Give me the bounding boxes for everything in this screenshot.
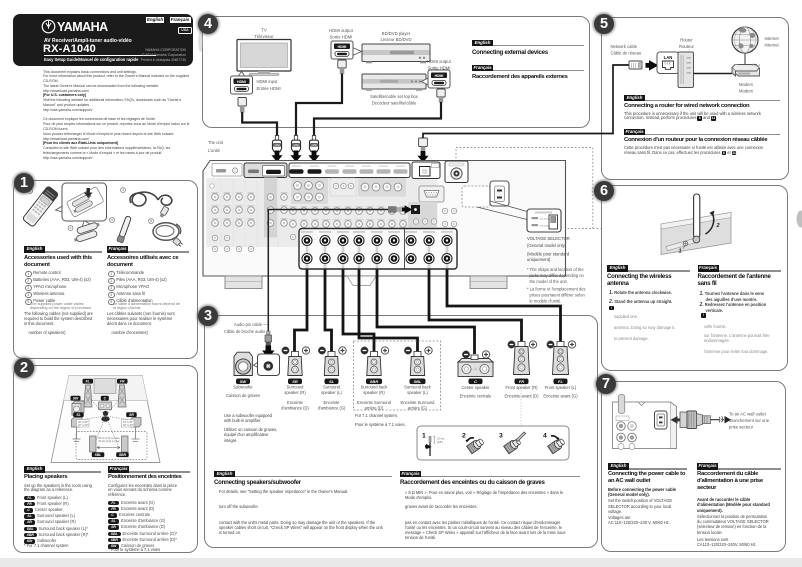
svg-text:1: 1 bbox=[679, 249, 682, 255]
svg-text:Front speaker (R): Front speaker (R) bbox=[505, 385, 538, 390]
svg-text:speaker (L): speaker (L) bbox=[321, 390, 342, 395]
svg-text:(3/8"): (3/8") bbox=[437, 441, 443, 444]
svg-text:Sortie HDMI: Sortie HDMI bbox=[428, 65, 451, 70]
svg-text:Surround: Surround bbox=[323, 385, 341, 390]
svg-text:60 cm (2 ft) ou more: 60 cm (2 ft) ou more bbox=[98, 437, 120, 440]
svg-text:uniquement): uniquement) bbox=[527, 257, 551, 262]
svg-text:4: 4 bbox=[543, 433, 547, 440]
svg-text:FL: FL bbox=[86, 380, 90, 384]
svg-text:Modem: Modem bbox=[739, 89, 753, 94]
svg-text:HDMI input: HDMI input bbox=[257, 79, 279, 84]
svg-text:5: 5 bbox=[150, 219, 152, 223]
svg-text:d'ambiance (G): d'ambiance (G) bbox=[318, 406, 346, 411]
svg-text:Enceinte: Enceinte bbox=[324, 400, 341, 405]
svg-text:10 mm: 10 mm bbox=[437, 438, 445, 441]
svg-text:To an AC wall outlet: To an AC wall outlet bbox=[729, 412, 767, 417]
svg-text:BD/DVD player: BD/DVD player bbox=[382, 31, 411, 36]
svg-text:Enceinte centrale: Enceinte centrale bbox=[460, 394, 492, 399]
svg-text:30° to 45°: 30° to 45° bbox=[78, 424, 89, 427]
svg-text:arrière (G): arrière (G) bbox=[408, 406, 428, 411]
svg-text:arrière (D): arrière (D) bbox=[365, 406, 384, 411]
svg-text:30° à 45°: 30° à 45° bbox=[78, 421, 88, 424]
svg-text:HDMI: HDMI bbox=[237, 80, 246, 84]
svg-text:HDMI output: HDMI output bbox=[329, 28, 353, 33]
svg-text:SBR: SBR bbox=[119, 453, 127, 457]
svg-text:Subwoofer: Subwoofer bbox=[233, 385, 253, 390]
svg-text:HDMI: HDMI bbox=[435, 74, 444, 78]
svg-text:Enceinte Surround: Enceinte Surround bbox=[357, 400, 392, 405]
svg-text:2: 2 bbox=[70, 226, 72, 230]
svg-text:Router: Router bbox=[680, 38, 693, 43]
svg-text:SBL: SBL bbox=[95, 453, 102, 457]
svg-text:Surround back: Surround back bbox=[361, 385, 389, 390]
svg-text:SL: SL bbox=[76, 413, 80, 417]
svg-text:Entrée HDMI: Entrée HDMI bbox=[257, 86, 281, 91]
svg-text:(Modèle pour standard: (Modèle pour standard bbox=[527, 252, 570, 257]
svg-text:Lecteur BD/DVD: Lecteur BD/DVD bbox=[381, 37, 412, 42]
svg-text:LAN: LAN bbox=[664, 55, 673, 60]
svg-text:FR: FR bbox=[519, 379, 524, 384]
svg-text:speaker (R): speaker (R) bbox=[363, 390, 385, 395]
svg-text:Network cable: Network cable bbox=[611, 44, 638, 49]
svg-text:C: C bbox=[104, 397, 107, 401]
svg-text:Décodeur satellite/câble: Décodeur satellite/câble bbox=[372, 100, 417, 105]
svg-text:1: 1 bbox=[422, 433, 426, 440]
svg-text:220-240V: 220-240V bbox=[540, 226, 550, 228]
svg-text:Internet: Internet bbox=[765, 43, 780, 48]
svg-text:Modem: Modem bbox=[739, 82, 753, 87]
svg-text:Branchement sur une: Branchement sur une bbox=[729, 418, 770, 423]
svg-text:2: 2 bbox=[716, 223, 720, 229]
svg-text:VOLTAGE SELECTOR: VOLTAGE SELECTOR bbox=[527, 236, 570, 241]
svg-text:4: 4 bbox=[111, 218, 113, 222]
svg-text:HDMI: HDMI bbox=[338, 45, 347, 49]
svg-text:d'ambiance (D): d'ambiance (D) bbox=[281, 406, 309, 411]
svg-text:prises pourraient différer sel: prises pourraient différer selon bbox=[530, 293, 586, 298]
svg-text:Caisson de graves: Caisson de graves bbox=[226, 393, 260, 398]
svg-text:(General model only): (General model only) bbox=[527, 243, 567, 248]
svg-text:TV: TV bbox=[261, 28, 267, 33]
svg-text:le modèle d'unité.: le modèle d'unité. bbox=[530, 299, 562, 304]
svg-text:HDMI output: HDMI output bbox=[427, 59, 451, 64]
svg-text:SR: SR bbox=[129, 413, 134, 417]
svg-text:SBR: SBR bbox=[370, 379, 379, 384]
svg-text:SL: SL bbox=[329, 379, 335, 384]
svg-text:Enceinte: Enceinte bbox=[287, 400, 304, 405]
svg-text:C: C bbox=[474, 379, 477, 384]
svg-text:prise secteur: prise secteur bbox=[729, 425, 754, 430]
svg-text:Surround: Surround bbox=[287, 385, 305, 390]
svg-text:SBL: SBL bbox=[414, 379, 423, 384]
svg-text:SW: SW bbox=[240, 379, 248, 384]
svg-text:30° à 45°: 30° à 45° bbox=[123, 421, 133, 424]
svg-text:3: 3 bbox=[122, 188, 124, 192]
svg-text:Câble de réseau: Câble de réseau bbox=[611, 51, 642, 56]
svg-text:speaker (R): speaker (R) bbox=[284, 390, 306, 395]
svg-text:1: 1 bbox=[29, 189, 31, 193]
svg-text:speaker (L): speaker (L) bbox=[407, 390, 428, 395]
svg-text:FL: FL bbox=[558, 379, 563, 384]
svg-text:jacks may differ depending on: jacks may differ depending on bbox=[529, 273, 585, 278]
svg-text:Enceinte avant (D): Enceinte avant (D) bbox=[505, 394, 540, 399]
svg-text:the model of the unit.: the model of the unit. bbox=[530, 279, 568, 284]
svg-text:Center speaker: Center speaker bbox=[462, 385, 491, 390]
svg-text:* The shape and location of th: * The shape and location of the bbox=[527, 267, 584, 272]
svg-text:2: 2 bbox=[462, 433, 466, 440]
svg-text:Satellite/cable set top box: Satellite/cable set top box bbox=[370, 94, 419, 99]
svg-text:Téléviseur: Téléviseur bbox=[254, 34, 274, 39]
svg-text:Internet: Internet bbox=[765, 36, 780, 41]
svg-text:* La forme et l'emplacement de: * La forme et l'emplacement des bbox=[527, 287, 586, 292]
svg-text:Sortie HDMI: Sortie HDMI bbox=[330, 34, 353, 39]
svg-text:Routeur: Routeur bbox=[679, 44, 695, 49]
svg-text:60 cm (2 pi) ou plus: 60 cm (2 pi) ou plus bbox=[99, 440, 121, 443]
svg-text:Front speaker (L): Front speaker (L) bbox=[545, 385, 577, 390]
svg-text:3: 3 bbox=[499, 433, 503, 440]
svg-text:Surround back: Surround back bbox=[404, 385, 432, 390]
svg-text:YAMAHA: YAMAHA bbox=[57, 20, 108, 34]
svg-text:SR: SR bbox=[292, 379, 298, 384]
svg-text:Enceinte avant (G): Enceinte avant (G) bbox=[543, 394, 578, 399]
svg-text:110-120V: 110-120V bbox=[540, 219, 550, 221]
svg-text:SW: SW bbox=[73, 397, 79, 401]
svg-text:30° to 45°: 30° to 45° bbox=[123, 424, 134, 427]
svg-text:Enceinte Surround: Enceinte Surround bbox=[401, 400, 436, 405]
svg-text:FR: FR bbox=[120, 380, 125, 384]
